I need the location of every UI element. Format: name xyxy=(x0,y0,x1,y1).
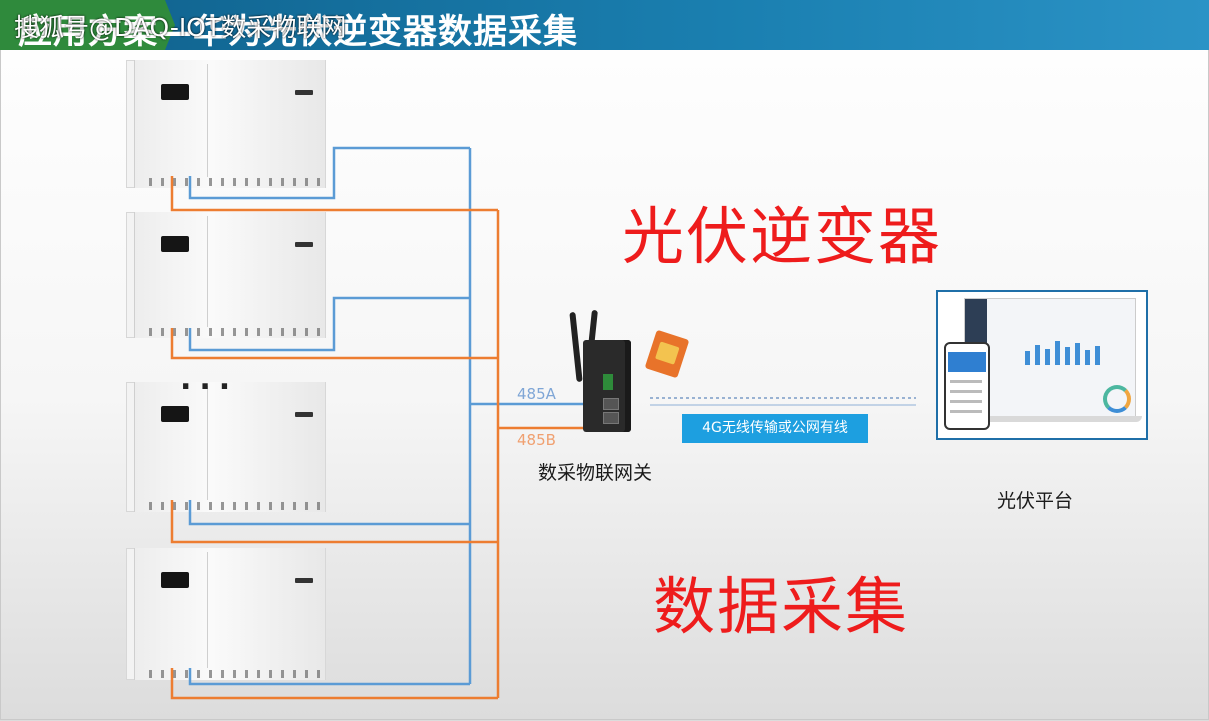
antenna-icon xyxy=(569,311,583,383)
header-tab-accent xyxy=(0,0,175,50)
wire-485a-inverter-1 xyxy=(188,146,470,200)
router-body xyxy=(583,340,631,432)
inverter-4 xyxy=(126,548,329,680)
inverter-divider xyxy=(207,64,208,177)
header-banner: 应用方案—华为光伏逆变器数据采集 搜狐号@DAQ-IOT数采物联网 xyxy=(0,0,1209,52)
bus-b-label: 485B xyxy=(517,431,556,449)
dashboard-donut-icon xyxy=(1103,385,1131,413)
inverter-divider xyxy=(207,552,208,669)
industrial-4g-router-icon xyxy=(567,309,647,435)
phone-row xyxy=(950,390,982,393)
phone-row xyxy=(950,400,982,403)
brand-logo-icon xyxy=(295,90,313,95)
inverter-divider xyxy=(207,216,208,327)
inverter-3 xyxy=(126,382,329,512)
dashboard-bar xyxy=(1035,345,1040,365)
platform-label: 光伏平台 xyxy=(997,490,1074,512)
ethernet-port-icon xyxy=(603,412,619,424)
inverter-panel xyxy=(134,212,329,338)
inverter-vents xyxy=(149,502,329,510)
inverter-display-icon xyxy=(161,406,189,422)
brand-logo-icon xyxy=(295,578,313,583)
bus-a-label: 485A xyxy=(517,385,556,403)
inverter-display-icon xyxy=(161,572,189,588)
wire-485b-inverter-2 xyxy=(170,328,498,360)
inverter-panel xyxy=(134,60,329,188)
dashboard-bar xyxy=(1045,349,1050,365)
wire-485a-inverter-4 xyxy=(188,668,470,686)
link-badge: 4G无线传输或公网有线 xyxy=(682,414,868,443)
watermark-text: 搜狐号@DAQ-IOT数采物联网 xyxy=(14,13,347,42)
laptop-base xyxy=(956,416,1142,422)
laptop-and-phone-dashboard-icon xyxy=(936,290,1148,440)
page-title: 应用方案—华为光伏逆变器数据采集 xyxy=(18,12,578,52)
gateway-label: 数采物联网关 xyxy=(538,462,653,484)
phone-header xyxy=(948,352,986,372)
wire-485a xyxy=(188,146,588,686)
wire-485a-inverter-2 xyxy=(188,296,470,352)
phone-row xyxy=(950,380,982,383)
dashboard-bar xyxy=(1055,341,1060,365)
dashboard-bar xyxy=(1025,351,1030,365)
wire-485b-inverter-3 xyxy=(170,500,498,544)
wire-485b-inverter-1 xyxy=(170,176,498,212)
dashboard-bar xyxy=(1085,350,1090,365)
brand-logo-icon xyxy=(295,242,313,247)
wire-485b-inverter-4 xyxy=(170,668,498,700)
data-collection-heading: 数据采集 xyxy=(653,570,910,643)
phone-row xyxy=(950,410,982,413)
inverter-2 xyxy=(126,212,329,338)
inverter-display-icon xyxy=(161,236,189,252)
inverter-vents xyxy=(149,178,329,186)
inverter-vents xyxy=(149,328,329,336)
wire-485b xyxy=(170,176,588,700)
dashboard-bar xyxy=(1095,346,1100,365)
inverter-1 xyxy=(126,60,329,188)
inverter-vents xyxy=(149,670,329,678)
terminal-block-icon xyxy=(603,374,613,390)
inverter-panel xyxy=(134,382,329,512)
inverter-display-icon xyxy=(161,84,189,100)
dashboard-bar xyxy=(1065,347,1070,365)
brand-logo-icon xyxy=(295,412,313,417)
more-inverters-ellipsis: ... xyxy=(180,362,239,397)
wire-485a-inverter-3 xyxy=(188,500,470,526)
inverter-panel xyxy=(134,548,329,680)
inverter-heading: 光伏逆变器 xyxy=(622,200,943,273)
phone-app-icon xyxy=(944,342,990,430)
ethernet-port-icon xyxy=(603,398,619,410)
dashboard-bar xyxy=(1075,343,1080,365)
inverter-divider xyxy=(207,386,208,501)
